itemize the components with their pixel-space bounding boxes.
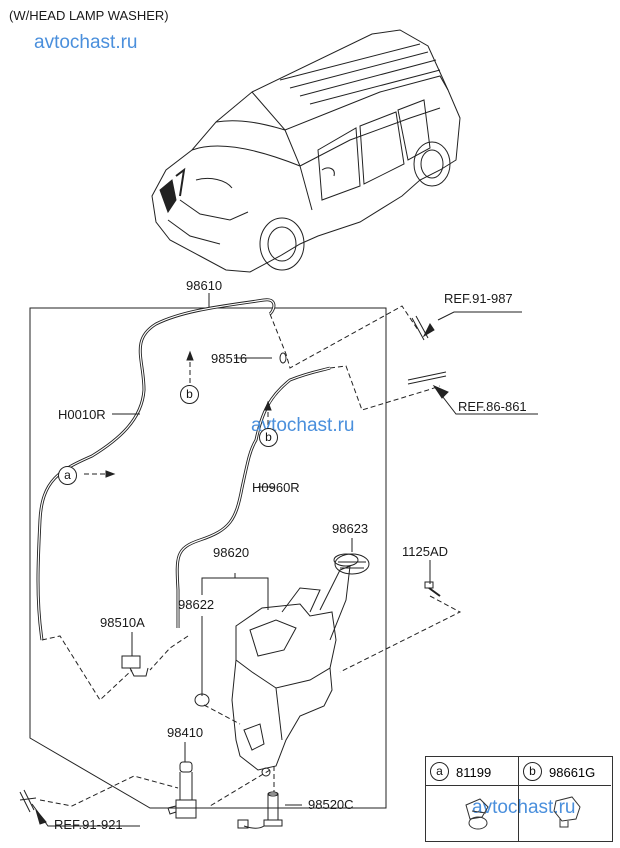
connection-lines — [39, 305, 462, 807]
watermark: avtochast.ru — [34, 32, 138, 53]
legend-part-81199[interactable]: 81199 — [456, 765, 492, 780]
car-illustration — [151, 29, 461, 273]
reference-91-987[interactable]: REF.91-987 — [444, 291, 513, 306]
legend-part-98661g[interactable]: 98661G — [549, 765, 596, 780]
legend-cell-b: b 98661G — [519, 757, 611, 786]
hose-h0010r — [36, 298, 276, 641]
assembly-boundary — [29, 307, 387, 809]
grommet — [194, 693, 210, 707]
filler-cap — [334, 553, 370, 575]
watermark: avtochast.ru — [251, 415, 355, 436]
legend-key-a: a — [430, 762, 449, 781]
reference-86-861[interactable]: REF.86-861 — [458, 399, 527, 414]
callout-a: a — [58, 466, 77, 485]
part-label-98516[interactable]: 98516 — [211, 351, 248, 366]
bolt — [424, 581, 441, 597]
part-label-1125ad[interactable]: 1125AD — [402, 544, 449, 559]
legend-divider — [518, 757, 519, 841]
part-label-98610[interactable]: 98610 — [186, 278, 223, 293]
diagram-title: (W/HEAD LAMP WASHER) — [9, 8, 169, 23]
part-label-98622[interactable]: 98622 — [178, 597, 215, 612]
part-label-98620[interactable]: 98620 — [213, 545, 250, 560]
part-label-h0010r[interactable]: H0010R — [58, 407, 106, 422]
legend-cell-a: a 81199 — [426, 757, 519, 786]
fastener-legend-table: a 81199 b 98661G — [425, 756, 613, 842]
callout-b: b — [259, 428, 278, 447]
level-sensor — [237, 791, 283, 829]
callout-b: b — [180, 385, 199, 404]
reference-91-921[interactable]: REF.91-921 — [54, 817, 123, 832]
washer-reservoir — [231, 553, 359, 777]
part-label-98520c[interactable]: 98520C — [308, 797, 354, 812]
check-valve — [121, 655, 149, 677]
legend-clip-illustrations — [465, 796, 581, 830]
hose-h0960r — [175, 366, 331, 628]
clip-a-icon — [465, 798, 489, 830]
part-label-98510a[interactable]: 98510A — [100, 615, 145, 630]
part-label-98623[interactable]: 98623 — [332, 521, 369, 536]
clip-b-icon — [553, 796, 581, 828]
washer-pump — [167, 761, 197, 819]
watermark: avtochast.ru — [472, 797, 576, 818]
legend-key-b: b — [523, 762, 542, 781]
part-label-h0960r[interactable]: H0960R — [252, 480, 300, 495]
part-label-98410[interactable]: 98410 — [167, 725, 204, 740]
